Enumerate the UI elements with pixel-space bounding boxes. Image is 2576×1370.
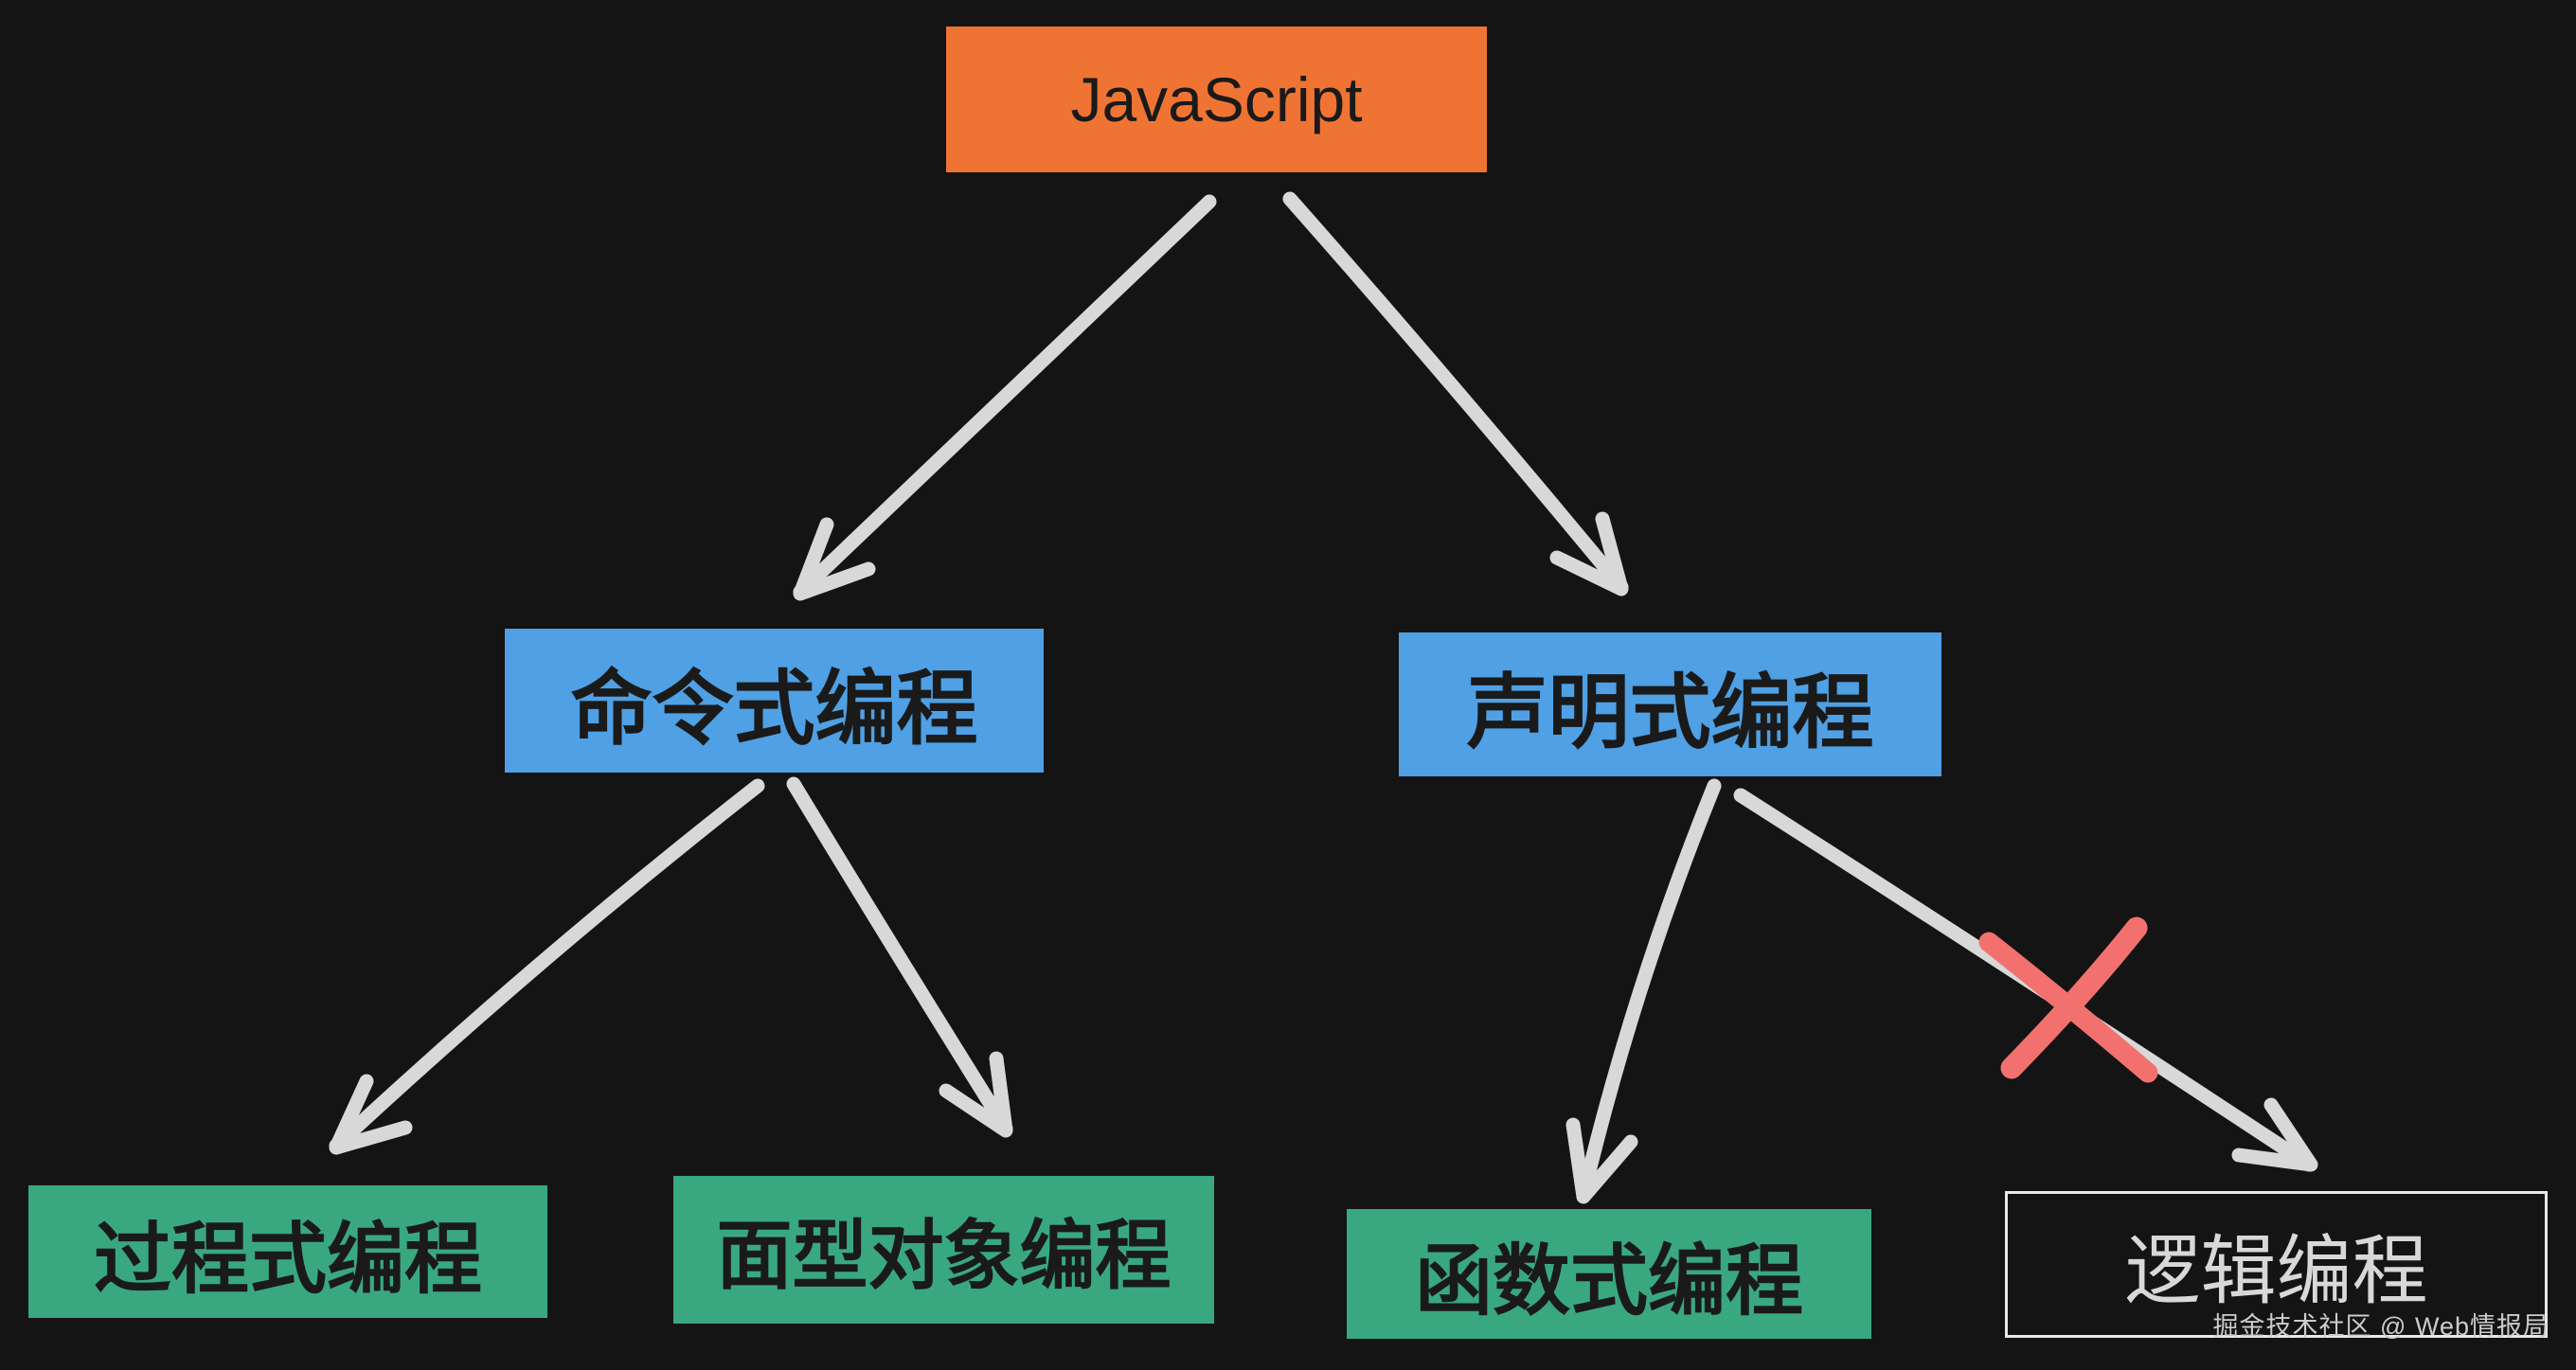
- node-functional-programming: 函数式编程: [1347, 1209, 1871, 1339]
- arrowhead-icon: [1549, 511, 1629, 596]
- watermark: 掘金技术社区 @ Web情报局: [2212, 1312, 2549, 1341]
- arrowhead-icon: [1565, 1117, 1638, 1204]
- edge-line: [1282, 191, 1629, 595]
- edge-line: [329, 778, 765, 1153]
- edge-root-imperative: [793, 194, 1217, 601]
- node-imperative-programming: 命令式编程: [505, 629, 1044, 773]
- arrowhead-icon: [329, 1074, 413, 1155]
- edge-line: [793, 194, 1217, 599]
- arrowhead-icon: [793, 517, 876, 601]
- node-declarative-programming: 声明式编程: [1399, 632, 1941, 776]
- edge-imperative-oop: [786, 776, 1013, 1138]
- edge-line: [1576, 778, 1722, 1202]
- node-logic-programming: 逻辑编程: [2005, 1191, 2548, 1338]
- node-javascript: JavaScript: [946, 27, 1487, 172]
- edge-root-declarative: [1282, 191, 1629, 596]
- edge-imperative-procedural: [329, 778, 765, 1155]
- edge-line: [786, 776, 1013, 1136]
- node-object-oriented-programming: 面型对象编程: [673, 1176, 1214, 1324]
- node-procedural-programming: 过程式编程: [28, 1185, 547, 1318]
- arrowhead-icon: [2231, 1097, 2318, 1172]
- arrowhead-icon: [939, 1051, 1013, 1138]
- x-mark-icon: [1978, 916, 2158, 1083]
- x-stroke: [2000, 916, 2148, 1079]
- edge-declarative-functional: [1565, 778, 1722, 1204]
